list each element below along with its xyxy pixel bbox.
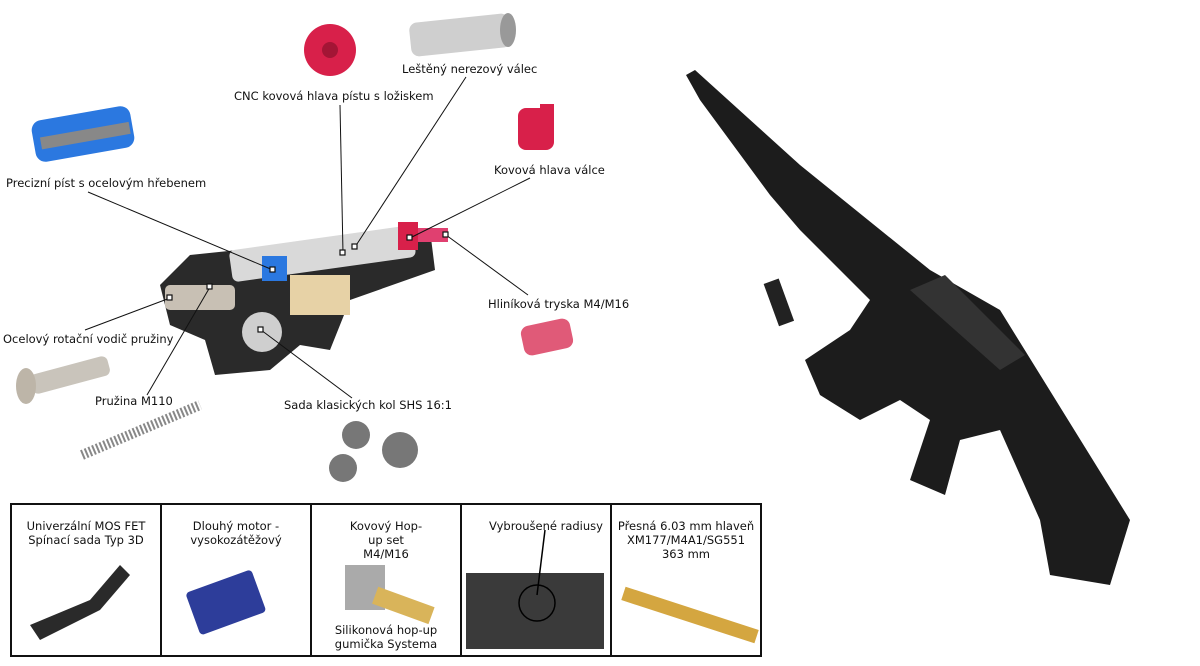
gearbox-image bbox=[160, 222, 448, 375]
box-title: Vybroušené radiusy bbox=[489, 519, 603, 533]
box-radius: Vybroušené radiusy bbox=[462, 505, 612, 655]
nozzle-image bbox=[520, 318, 574, 356]
box-barrel: Přesná 6.03 mm hlaveň XM177/M4A1/SG551 3… bbox=[612, 505, 760, 655]
leader-lines bbox=[84, 76, 531, 399]
label-cylinder: Leštěný nerezový válec bbox=[402, 62, 538, 76]
leader-markers bbox=[166, 231, 449, 333]
label-spring: Pružina M110 bbox=[95, 394, 173, 408]
barrel-image bbox=[621, 586, 759, 644]
label-piston: Precizní píst s ocelovým hřebenem bbox=[6, 176, 207, 190]
cylinder-image bbox=[409, 13, 516, 57]
hopup-image bbox=[345, 565, 435, 625]
accessory-grid: Univerzální MOS FET Spínací sada Typ 3D … bbox=[10, 503, 762, 657]
gears-image bbox=[329, 421, 418, 482]
rifle-image bbox=[686, 70, 1130, 585]
cylinder-head-image bbox=[518, 104, 554, 150]
label-spring-guide: Ocelový rotační vodič pružiny bbox=[3, 332, 174, 346]
box-subtitle: Silikonová hop-up gumička Systema bbox=[334, 623, 438, 651]
mosfet-image bbox=[30, 565, 130, 640]
box-mosfet: Univerzální MOS FET Spínací sada Typ 3D bbox=[12, 505, 162, 655]
piston-head-image bbox=[304, 24, 356, 76]
label-piston-head: CNC kovová hlava pístu s ložiskem bbox=[234, 89, 434, 103]
label-cylinder-head: Kovová hlava válce bbox=[494, 163, 605, 177]
box-title: Kovový Hop-up set M4/M16 bbox=[349, 519, 423, 561]
box-motor: Dlouhý motor - vysokozátěžový bbox=[162, 505, 312, 655]
motor-image bbox=[186, 570, 266, 635]
label-gears: Sada klasických kol SHS 16:1 bbox=[284, 398, 452, 412]
label-nozzle: Hliníková tryska M4/M16 bbox=[488, 297, 630, 311]
box-title: Přesná 6.03 mm hlaveň XM177/M4A1/SG551 3… bbox=[617, 519, 755, 561]
box-title: Univerzální MOS FET Spínací sada Typ 3D bbox=[26, 519, 146, 547]
spring-guide-image bbox=[16, 356, 110, 404]
box-title: Dlouhý motor - vysokozátěžový bbox=[190, 519, 282, 547]
spring-image bbox=[80, 400, 202, 460]
piston-image bbox=[31, 106, 135, 162]
